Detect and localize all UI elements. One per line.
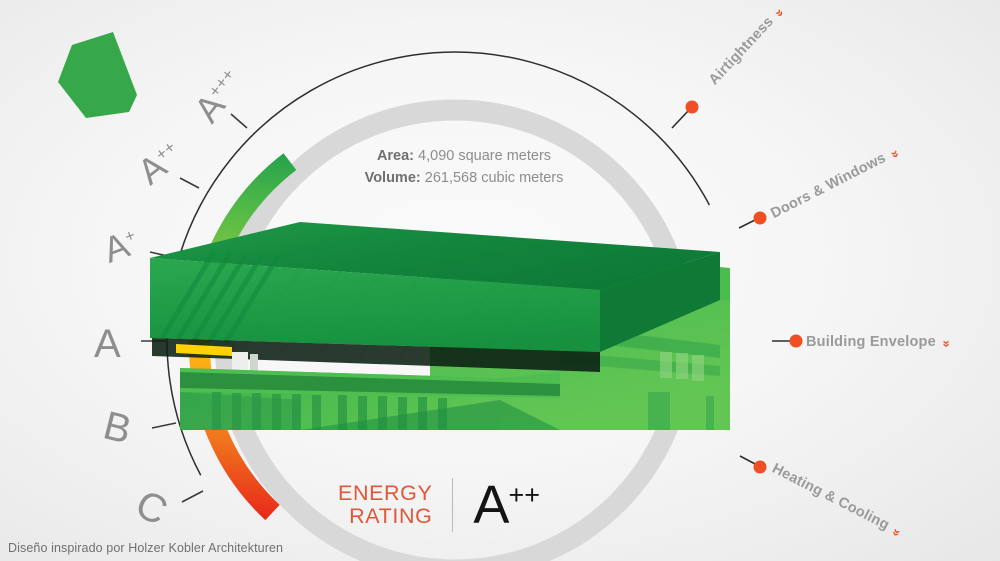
energy-rating-block: ENERGY RATING A++: [338, 474, 540, 536]
energy-rating-caption-line1: ENERGY: [338, 480, 433, 505]
stat-volume-label: Volume:: [364, 170, 421, 187]
gauge-outline-circle: [166, 51, 744, 561]
callout-label-text: Building Envelope: [806, 333, 936, 350]
energy-rating-grade: A++: [473, 478, 540, 532]
energy-rating-grade-letter: A: [473, 475, 509, 535]
callout-dot-icon: [753, 460, 767, 474]
energy-rating-grade-suffix: ++: [508, 480, 540, 510]
building-stats: Area: 4,090 square meters Volume: 261,56…: [240, 145, 688, 189]
stat-volume-value: 261,568 cubic meters: [424, 170, 564, 187]
energy-rating-caption: ENERGY RATING: [338, 480, 433, 528]
chevron-double-down-icon[interactable]: »: [939, 339, 955, 345]
callout-dot-icon: [685, 100, 699, 114]
callout-dots: [685, 100, 803, 474]
gauge-grade-letter: A: [94, 322, 121, 366]
stat-area-value: 4,090 square meters: [418, 148, 552, 164]
gauge-grade-label: A: [94, 324, 121, 364]
stat-volume: Volume: 261,568 cubic meters: [240, 167, 688, 189]
green-arrow-badge: [58, 32, 137, 118]
building-illustration: [150, 222, 730, 430]
stat-area-label: Area:: [376, 148, 415, 164]
callout-dot-icon: [753, 211, 767, 225]
callout-dot-icon: [789, 334, 803, 348]
energy-rating-divider: [452, 478, 454, 532]
stat-area: Area: 4,090 square meters: [240, 145, 688, 167]
callout-label[interactable]: Building Envelope»: [806, 333, 955, 350]
energy-rating-caption-line2: RATING: [349, 504, 433, 528]
credit-text: Diseño inspirado por Holzer Kobler Archi…: [8, 541, 284, 555]
chevron-double-down-icon[interactable]: »: [772, 4, 786, 19]
